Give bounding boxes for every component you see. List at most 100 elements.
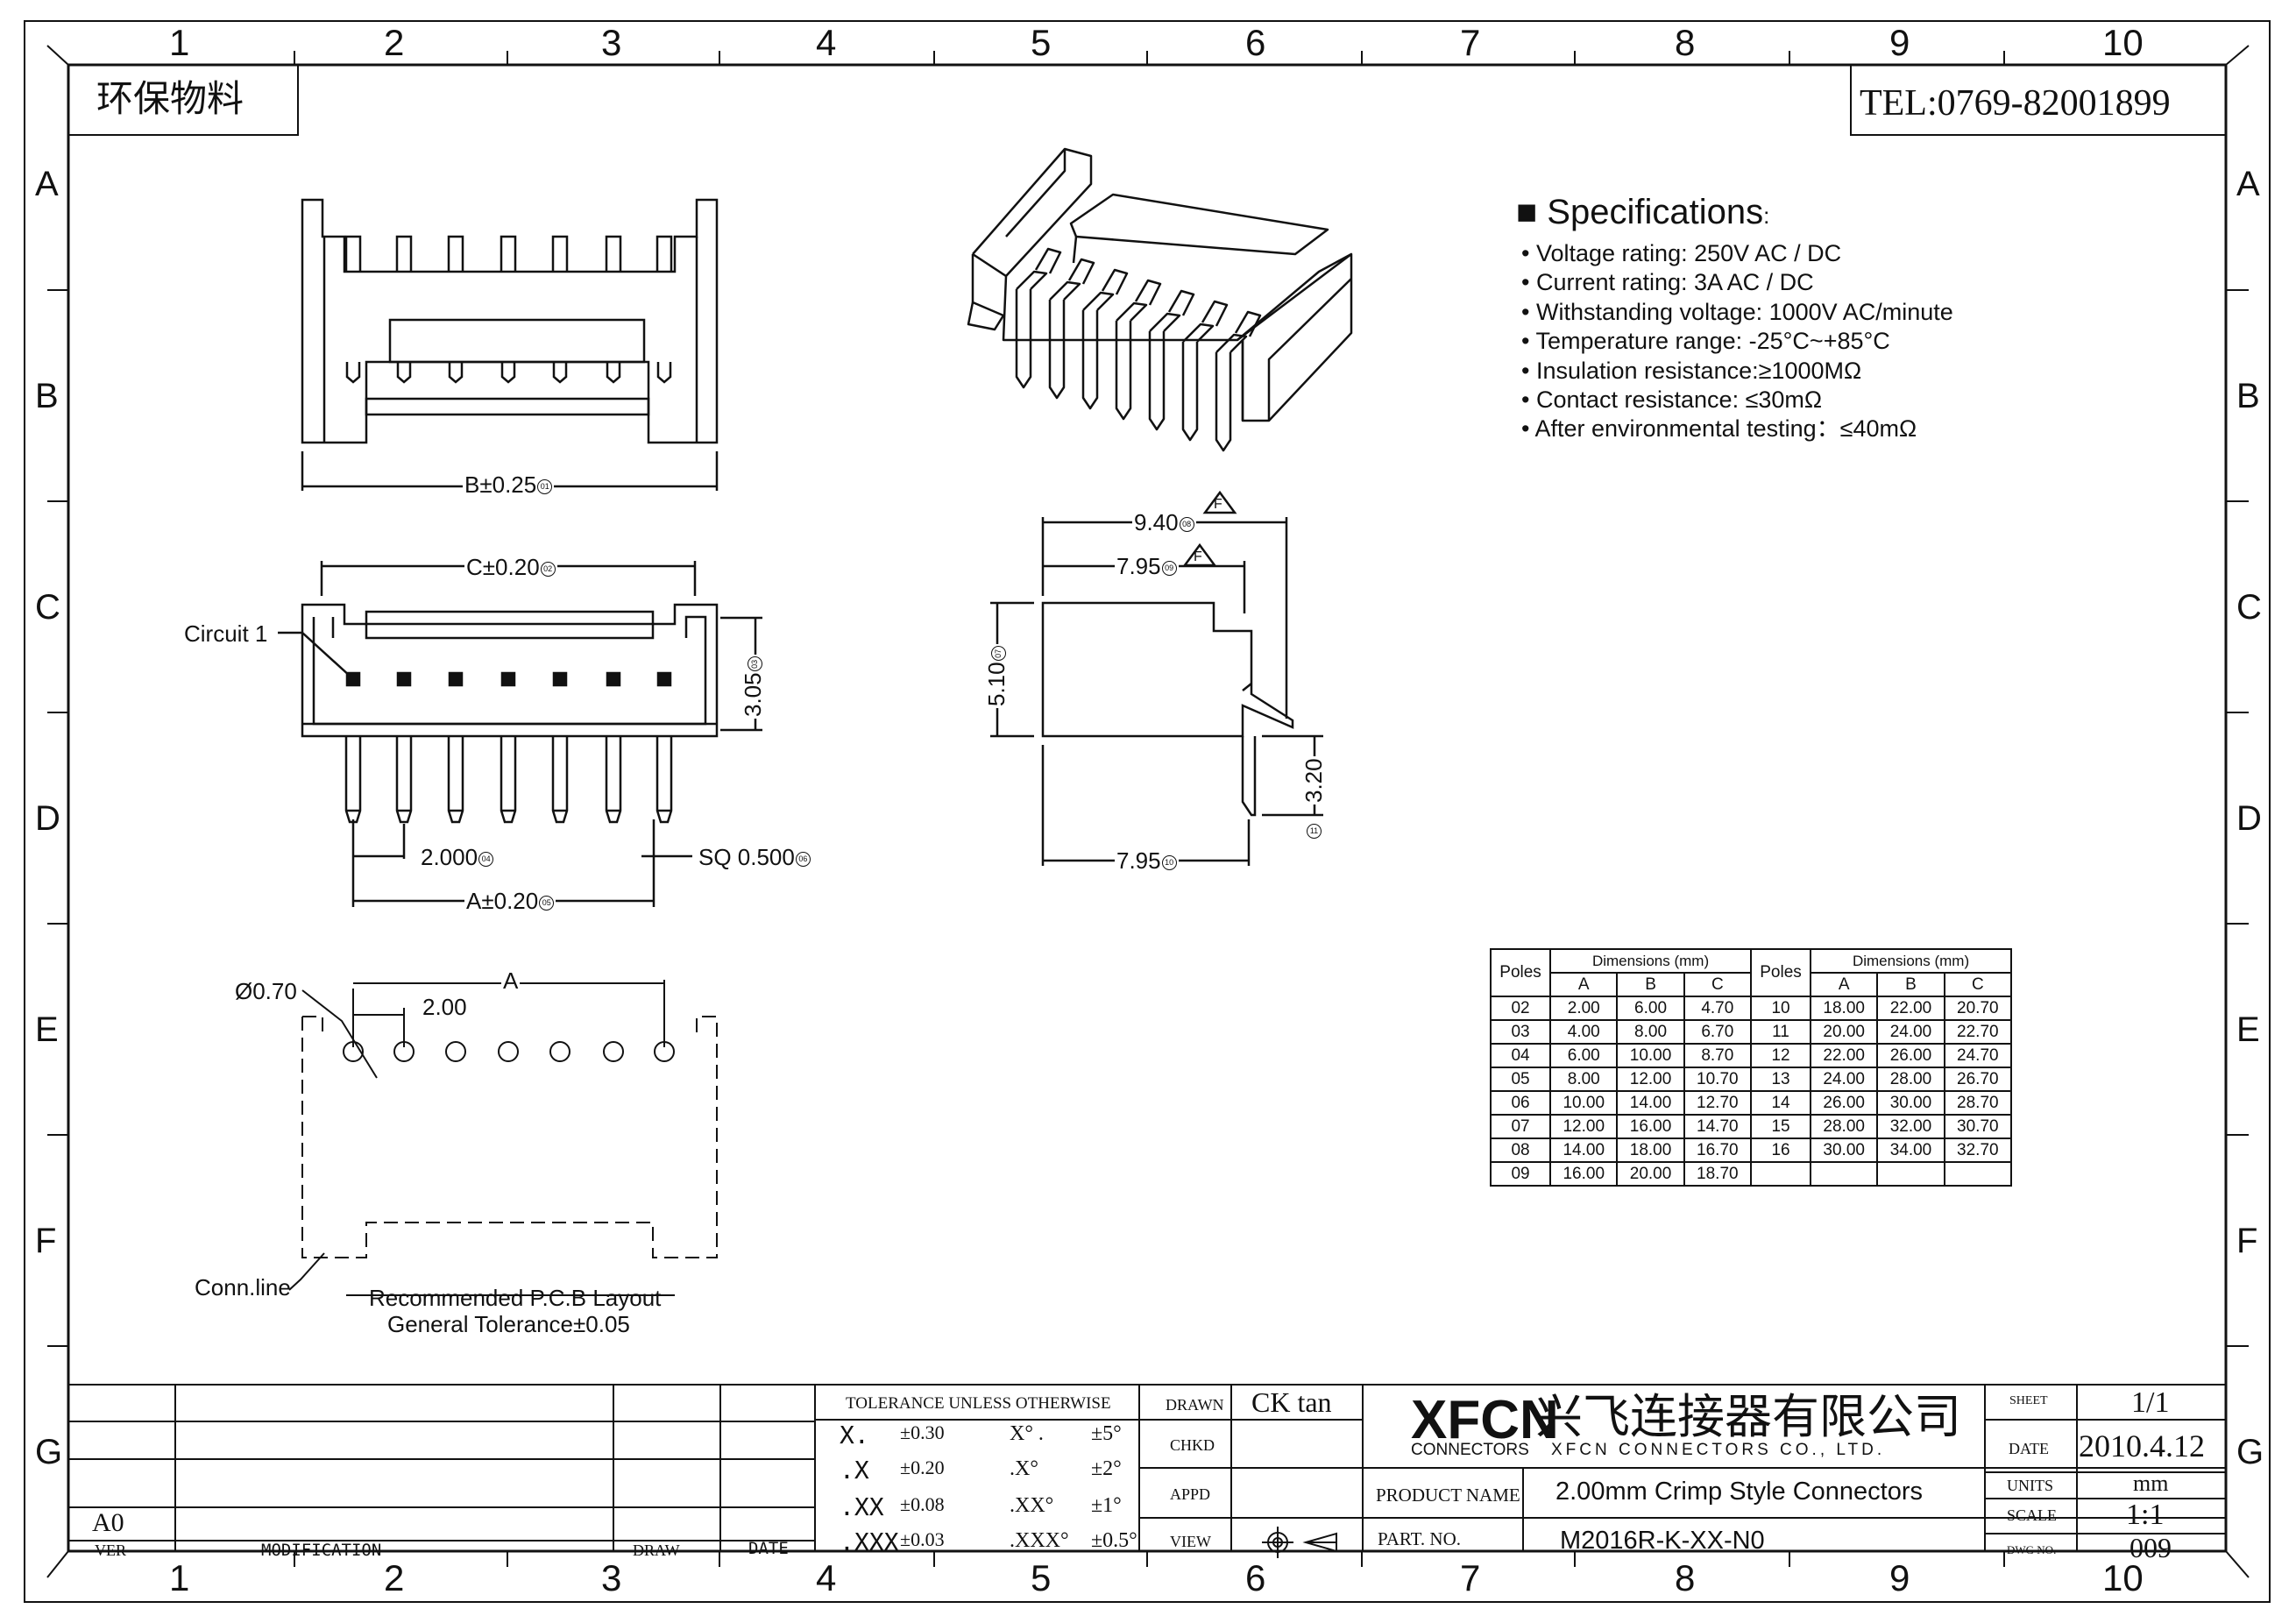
tolerance-cell: .XXX° bbox=[1010, 1529, 1069, 1552]
row-label-right: B bbox=[2236, 377, 2260, 415]
spec-bullet-icon: • bbox=[1521, 269, 1536, 296]
column-header: C bbox=[1943, 972, 2013, 997]
tolerance-cell: ±0.5° bbox=[1091, 1529, 1137, 1552]
part-no: M2016R-K-XX-N0 bbox=[1560, 1527, 1765, 1555]
dim-305-text: 3.05 bbox=[740, 672, 766, 717]
spec-title-suffix: : bbox=[1763, 202, 1770, 229]
dim-510: 5.1007 bbox=[983, 644, 1010, 708]
table-cell: 14.70 bbox=[1683, 1114, 1752, 1139]
col-label-bottom: 1 bbox=[169, 1557, 190, 1598]
table-cell: 18.00 bbox=[1810, 996, 1879, 1021]
dim-pitch-text: 2.000 bbox=[421, 844, 478, 870]
outer-border bbox=[24, 20, 2271, 1603]
dim-sq-num: 06 bbox=[795, 851, 811, 867]
table-cell: 22.00 bbox=[1876, 996, 1945, 1021]
product-name-label: PRODUCT NAME bbox=[1376, 1485, 1520, 1506]
drawn-label: DRAWN bbox=[1166, 1396, 1224, 1414]
table-cell: 12 bbox=[1749, 1043, 1812, 1068]
col-label-top: 4 bbox=[816, 22, 837, 63]
company-line2b: XFCN CONNECTORS CO., LTD. bbox=[1551, 1441, 1886, 1459]
column-header: A bbox=[1810, 972, 1879, 997]
side-view bbox=[990, 490, 1323, 866]
circuit-1-label: Circuit 1 bbox=[184, 620, 268, 647]
table-cell: 8.00 bbox=[1616, 1019, 1685, 1045]
spec-bullet-icon: • bbox=[1521, 386, 1536, 413]
spec-item: • Temperature range: -25°C~+85°C bbox=[1521, 330, 1890, 353]
table-cell: 24.70 bbox=[1943, 1043, 2013, 1068]
top-view-pin bbox=[344, 235, 362, 384]
table-cell: 14.00 bbox=[1616, 1090, 1685, 1116]
table-cell: 6.70 bbox=[1683, 1019, 1752, 1045]
col-label-bottom: 6 bbox=[1245, 1557, 1266, 1598]
pcb-tolerance: General Tolerance±0.05 bbox=[387, 1311, 630, 1337]
tolerance-cell: ±0.03 bbox=[900, 1528, 945, 1550]
col-label-bottom: 9 bbox=[1889, 1557, 1910, 1598]
draw-label: DRAW bbox=[633, 1541, 680, 1559]
table-cell: 24.00 bbox=[1876, 1019, 1945, 1045]
pcb-hole bbox=[445, 1041, 466, 1062]
dwg-label: DWG NO. bbox=[2007, 1543, 2057, 1556]
iso-view-pin bbox=[1115, 279, 1162, 421]
row-label-right: D bbox=[2236, 799, 2262, 838]
pcb-title: Recommended P.C.B Layout bbox=[369, 1285, 662, 1311]
table-cell: 20.00 bbox=[1616, 1161, 1685, 1187]
table-cell: 4.00 bbox=[1549, 1019, 1619, 1045]
appd-label: APPD bbox=[1170, 1485, 1211, 1503]
dim-795-top-num: 09 bbox=[1161, 560, 1177, 576]
ver-label: VER bbox=[95, 1541, 126, 1559]
spec-item: • After environmental testing：≤40mΩ bbox=[1521, 417, 1917, 441]
col-label-top: 1 bbox=[169, 22, 190, 63]
row-label-left: B bbox=[35, 377, 59, 415]
spec-bullet-icon: ■ bbox=[1516, 193, 1548, 231]
row-label-right: G bbox=[2236, 1433, 2264, 1471]
spec-bullet-icon: • bbox=[1521, 328, 1536, 355]
table-cell: 18.00 bbox=[1616, 1138, 1685, 1163]
column-header: C bbox=[1683, 972, 1752, 997]
col-label-top: 10 bbox=[2102, 22, 2144, 63]
column-ticks bbox=[294, 51, 2005, 1567]
title-block-lines bbox=[68, 1384, 2226, 1558]
front-view-pin bbox=[395, 671, 413, 824]
table-cell: 09 bbox=[1489, 1161, 1552, 1187]
table-cell: 10.00 bbox=[1549, 1090, 1619, 1116]
col-label-top: 7 bbox=[1460, 22, 1481, 63]
table-cell: 04 bbox=[1489, 1043, 1552, 1068]
tolerance-cell: ±1° bbox=[1091, 1494, 1122, 1517]
table-cell bbox=[1943, 1161, 2013, 1187]
table-cell: 03 bbox=[1489, 1019, 1552, 1045]
col-label-top: 5 bbox=[1031, 22, 1052, 63]
dim-c-text: C±0.20 bbox=[466, 554, 540, 580]
top-view bbox=[301, 198, 719, 491]
row-label-left: F bbox=[35, 1222, 57, 1260]
table-cell: 05 bbox=[1489, 1067, 1552, 1092]
dim-795-top-text: 7.95 bbox=[1116, 553, 1161, 579]
spec-item: • Contact resistance: ≤30mΩ bbox=[1521, 388, 1822, 412]
table-cell: 12.00 bbox=[1549, 1114, 1619, 1139]
col-label-top: 6 bbox=[1245, 22, 1266, 63]
isometric-view bbox=[967, 147, 1353, 452]
rev-value: A0 bbox=[92, 1508, 124, 1537]
table-cell: 07 bbox=[1489, 1114, 1552, 1139]
spec-item-text: Voltage rating: 250V AC / DC bbox=[1535, 240, 1842, 266]
tolerance-cell: ±0.08 bbox=[900, 1493, 945, 1515]
col-label-bottom: 5 bbox=[1031, 1557, 1052, 1598]
scale-value: 1:1 bbox=[2126, 1499, 2165, 1531]
spec-title-row: ■ Specifications: bbox=[1516, 195, 1769, 230]
table-cell: 10.00 bbox=[1616, 1043, 1685, 1068]
column-header: A bbox=[1549, 972, 1619, 997]
table-cell: 30.00 bbox=[1876, 1090, 1945, 1116]
table-cell: 28.70 bbox=[1943, 1090, 2013, 1116]
column-header: B bbox=[1616, 972, 1685, 997]
dim-c-num: 02 bbox=[540, 561, 556, 577]
front-view bbox=[278, 561, 762, 907]
pcb-layout bbox=[288, 980, 718, 1296]
tolerance-cell: .XX° bbox=[1010, 1494, 1054, 1517]
row-label-left: A bbox=[35, 165, 59, 203]
row-label-right: A bbox=[2236, 165, 2260, 203]
pcb-a-label: A bbox=[501, 967, 521, 994]
